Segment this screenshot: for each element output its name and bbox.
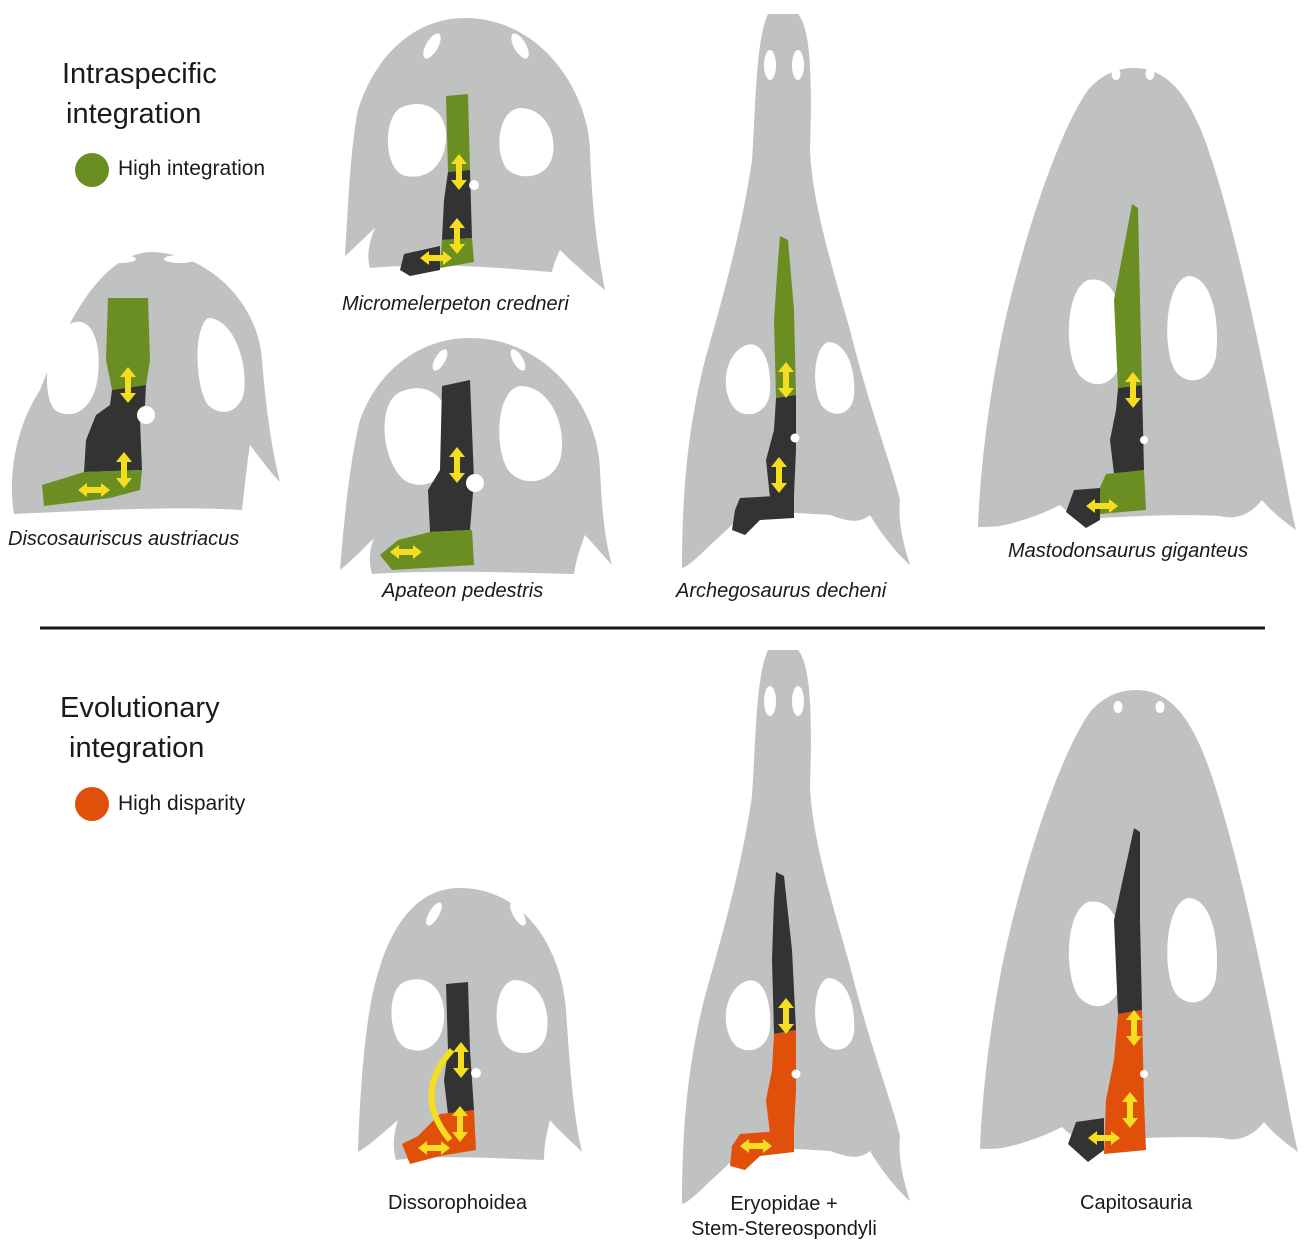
legend-swatch-integration [75, 153, 109, 187]
pineal-foramen [137, 406, 155, 424]
intraspecific-heading: Intraspecific integration [62, 54, 217, 134]
skull-capitosauria [980, 690, 1298, 1162]
skull-mastodonsaurus [978, 68, 1296, 530]
pineal-foramen [1140, 436, 1148, 444]
skull-micromelerpeton [345, 18, 605, 290]
legend-swatch-disparity [75, 787, 109, 821]
legend-label-integration: High integration [118, 157, 265, 181]
skull-outline [682, 650, 910, 1204]
naris [1112, 68, 1121, 80]
pineal-foramen [469, 180, 479, 190]
skull-outline [340, 338, 612, 574]
naris [164, 255, 196, 263]
clade-label-line: Stem-Stereospondyli [684, 1217, 884, 1242]
heading-line: integration [60, 728, 220, 768]
skull-apateon [340, 338, 612, 574]
species-label: Micromelerpeton credneri [342, 293, 569, 316]
clade-label-line: Eryopidae + [684, 1192, 884, 1217]
species-label: Archegosaurus decheni [676, 580, 886, 603]
naris [792, 686, 804, 716]
skull-outline [345, 18, 605, 290]
naris [764, 686, 776, 716]
heading-line: Intraspecific [62, 54, 217, 94]
pineal-foramen [792, 1070, 801, 1079]
naris [1156, 701, 1165, 713]
pineal-foramen [471, 1068, 481, 1078]
clade-label: Dissorophoidea [388, 1192, 527, 1215]
heading-line: integration [62, 94, 217, 134]
clade-label: Capitosauria [1080, 1192, 1192, 1215]
species-label: Apateon pedestris [382, 580, 543, 603]
posterior-region [730, 1130, 794, 1170]
naris [1114, 701, 1123, 713]
orbit [391, 979, 444, 1050]
evolutionary-heading: Evolutionary integration [60, 688, 220, 768]
skull-eryopidae [682, 650, 910, 1204]
skull-discosauriscus [12, 252, 280, 514]
naris [792, 50, 804, 80]
pineal-foramen [791, 434, 800, 443]
naris [1146, 68, 1155, 80]
naris [104, 255, 136, 263]
naris [764, 50, 776, 80]
species-label: Discosauriscus austriacus [8, 528, 239, 551]
heading-line: Evolutionary [60, 688, 220, 728]
skull-outline [682, 14, 910, 568]
legend-label-disparity: High disparity [118, 792, 245, 816]
pineal-foramen [466, 474, 484, 492]
clade-label: Eryopidae + Stem-Stereospondyli [684, 1192, 884, 1242]
pineal-foramen [1140, 1070, 1148, 1078]
species-label: Mastodonsaurus giganteus [1008, 540, 1248, 563]
orbit [1069, 279, 1123, 384]
skull-dissorophoidea [358, 888, 582, 1164]
skull-archegosaurus [682, 14, 910, 568]
posterior-dark-region [732, 495, 794, 535]
